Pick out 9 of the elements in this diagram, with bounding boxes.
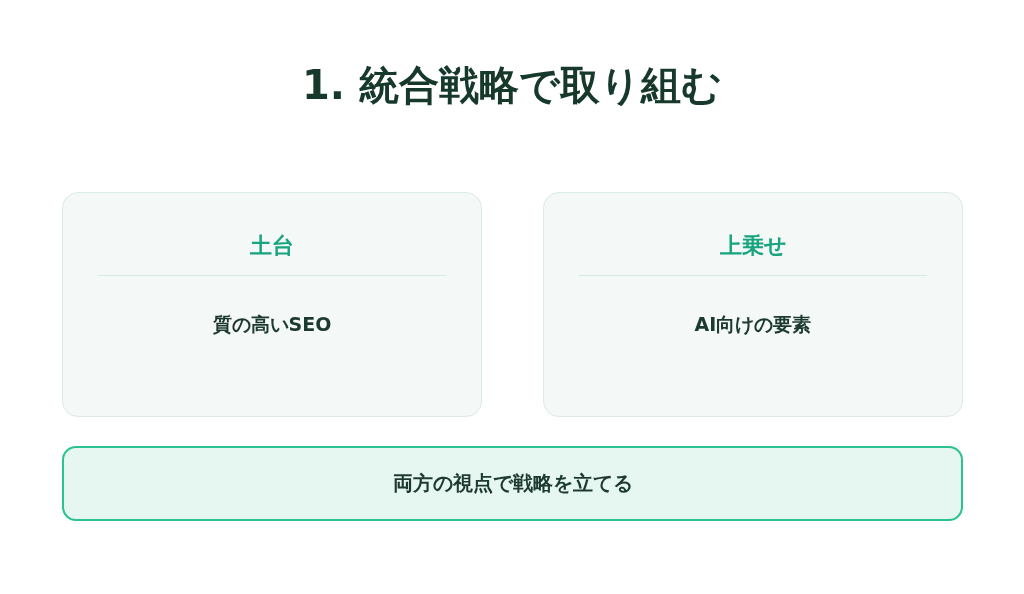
card bbox=[543, 192, 963, 417]
title: 1. 統合戦略で取り組む bbox=[301, 61, 723, 110]
summary-text: 両方の視点で戦略を立てる bbox=[392, 470, 633, 497]
card-text: 質の高いSEO bbox=[211, 312, 333, 337]
card-heading: 土台 bbox=[249, 232, 295, 260]
card bbox=[62, 192, 482, 417]
card-heading: 上乗せ bbox=[718, 232, 788, 260]
card-text: AI向けの要素 bbox=[693, 312, 813, 337]
summary-box bbox=[62, 446, 963, 521]
